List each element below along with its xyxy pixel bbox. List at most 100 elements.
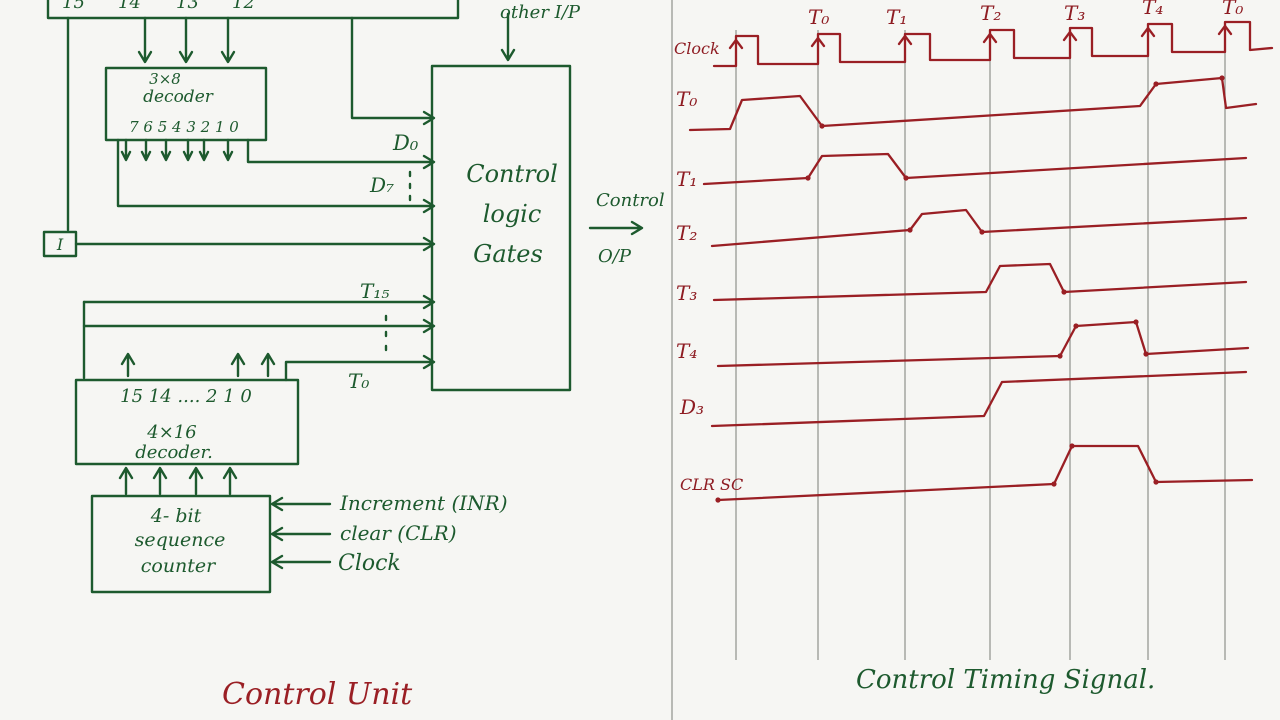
corner-dot bbox=[1143, 351, 1149, 357]
counter-to-decoder-arrows bbox=[118, 466, 238, 496]
ir-bit-12: 12 bbox=[232, 0, 255, 13]
timing-top-label-t0-repeat: T₀ bbox=[1222, 0, 1243, 19]
counter-input-increment: Increment (INR) bbox=[339, 491, 508, 515]
signal-label-t1: T₁ bbox=[676, 167, 697, 191]
control-unit-caption: Control Unit bbox=[222, 677, 413, 712]
counter-line3: counter bbox=[141, 555, 217, 577]
decoder-3x8-output-arrows bbox=[120, 138, 234, 162]
t-signal-wiring bbox=[82, 294, 436, 382]
instruction-register: 15 14 13 12 bbox=[46, 0, 460, 20]
signal-waveform-clr-sc bbox=[716, 444, 1254, 502]
signal-label-clr-sc: CLR SC bbox=[680, 475, 743, 494]
instruction-register-box bbox=[46, 0, 460, 20]
signal-label-t3: T₃ bbox=[676, 281, 697, 305]
signal-label-t0: T₀ bbox=[676, 87, 697, 111]
arrow bbox=[220, 16, 236, 64]
signal-waveform-d3 bbox=[710, 370, 1248, 428]
signal-waveform-t1 bbox=[702, 152, 1248, 186]
counter-input-clock: Clock bbox=[338, 551, 401, 576]
corner-dot bbox=[1057, 353, 1063, 359]
decoder-4x16-subtitle: decoder. bbox=[135, 442, 213, 463]
t-mid-wire bbox=[82, 318, 436, 334]
arrowhead bbox=[422, 110, 436, 126]
decoder-3x8: 3×8 decoder 7 6 5 4 3 2 1 0 bbox=[104, 66, 268, 162]
decoder-3x8-title: 3×8 bbox=[149, 70, 181, 88]
control-logic-box bbox=[430, 64, 572, 392]
control-logic-line1: Control bbox=[466, 160, 558, 188]
signal-label-t4: T₄ bbox=[676, 339, 697, 363]
control-output-line1: Control bbox=[596, 190, 665, 211]
timing-top-label-t2: T₂ bbox=[980, 1, 1001, 25]
corner-dot bbox=[819, 123, 825, 129]
control-output-arrow bbox=[588, 220, 644, 236]
corner-dot bbox=[903, 175, 909, 181]
ir-bit-13: 13 bbox=[176, 0, 199, 13]
timing-top-label-t4: T₄ bbox=[1142, 0, 1163, 19]
i-wire bbox=[74, 236, 436, 252]
signal-label-d3: D₃ bbox=[679, 395, 704, 419]
decoder-4x16: 15 14 .... 2 1 0 4×16 decoder. bbox=[74, 378, 300, 496]
control-logic-gates: Control logic Gates Control O/P bbox=[430, 64, 665, 392]
d7-label: D₇ bbox=[369, 173, 394, 197]
i-box: I bbox=[42, 230, 78, 258]
signal-waveform-t2 bbox=[710, 208, 1248, 248]
counter-line1: 4- bit bbox=[150, 505, 202, 527]
clock-rising-edge-arrows bbox=[728, 24, 1233, 50]
control-output-line2: O/P bbox=[598, 246, 632, 267]
waveform-corner-dots bbox=[715, 75, 1225, 503]
t0-label: T₀ bbox=[348, 369, 369, 393]
d0-label: D₀ bbox=[392, 131, 419, 155]
ir-bit-15: 15 bbox=[62, 0, 85, 13]
corner-dot bbox=[979, 229, 985, 235]
corner-dot bbox=[1061, 289, 1067, 295]
timing-top-label-t3: T₃ bbox=[1064, 1, 1085, 25]
clock-waveform bbox=[712, 20, 1274, 68]
counter-input-arrows bbox=[270, 496, 332, 570]
corner-dot bbox=[1153, 81, 1159, 87]
corner-dot bbox=[1069, 443, 1075, 449]
control-unit-diagram: 15 14 13 12 3×8 decoder 7 6 5 4 3 2 1 0 bbox=[42, 0, 665, 712]
sequence-counter: 4- bit sequence counter bbox=[90, 494, 332, 594]
i-box-label: I bbox=[56, 235, 64, 254]
i-box-rect bbox=[42, 230, 78, 258]
arrow bbox=[178, 16, 194, 64]
d7-wire bbox=[116, 138, 436, 214]
d0-wire bbox=[246, 138, 436, 170]
timing-top-label-t0: T₀ bbox=[808, 5, 829, 29]
counter-input-clear: clear (CLR) bbox=[340, 521, 457, 545]
clock-signal-label: Clock bbox=[674, 39, 720, 58]
corner-dot bbox=[1153, 479, 1159, 485]
arrow bbox=[137, 16, 153, 64]
decoder-3x8-box bbox=[104, 66, 268, 142]
decoder-3x8-subtitle: decoder bbox=[143, 87, 214, 107]
control-logic-line3: Gates bbox=[473, 240, 543, 268]
decoder-4x16-title: 4×16 bbox=[146, 422, 196, 443]
other-input-arrow bbox=[500, 12, 516, 62]
paper-guides bbox=[671, 0, 1226, 720]
decoder-4x16-up-arrows bbox=[120, 352, 276, 378]
corner-dot bbox=[1219, 75, 1225, 81]
t0-wire bbox=[284, 354, 436, 382]
timing-diagram: T₀ T₁ T₂ T₃ T₄ T₀ Clock T₀ T₁ T₂ T₃ T₄ D… bbox=[674, 0, 1274, 695]
corner-dot bbox=[805, 175, 811, 181]
t15-wire bbox=[82, 294, 436, 310]
timing-caption: Control Timing Signal. bbox=[856, 665, 1155, 695]
decoder-4x16-box bbox=[74, 378, 300, 466]
decoder-4x16-outputs: 15 14 .... 2 1 0 bbox=[120, 386, 252, 407]
timing-top-label-t1: T₁ bbox=[886, 5, 907, 29]
signal-waveform-t3 bbox=[712, 262, 1248, 302]
corner-dot bbox=[907, 227, 913, 233]
t15-label: T₁₅ bbox=[360, 279, 389, 303]
sequence-counter-box bbox=[90, 494, 272, 594]
ir-bit-14: 14 bbox=[118, 0, 141, 13]
corner-dot bbox=[1133, 319, 1139, 325]
signal-waveform-t4 bbox=[716, 320, 1250, 368]
counter-line2: sequence bbox=[135, 529, 226, 551]
other-wire bbox=[350, 16, 434, 120]
corner-dot bbox=[1051, 481, 1057, 487]
signal-waveform-t0 bbox=[688, 76, 1258, 132]
decoder-3x8-outputs: 7 6 5 4 3 2 1 0 bbox=[129, 118, 239, 136]
ir-wiring bbox=[66, 12, 516, 252]
corner-dot bbox=[715, 497, 721, 503]
